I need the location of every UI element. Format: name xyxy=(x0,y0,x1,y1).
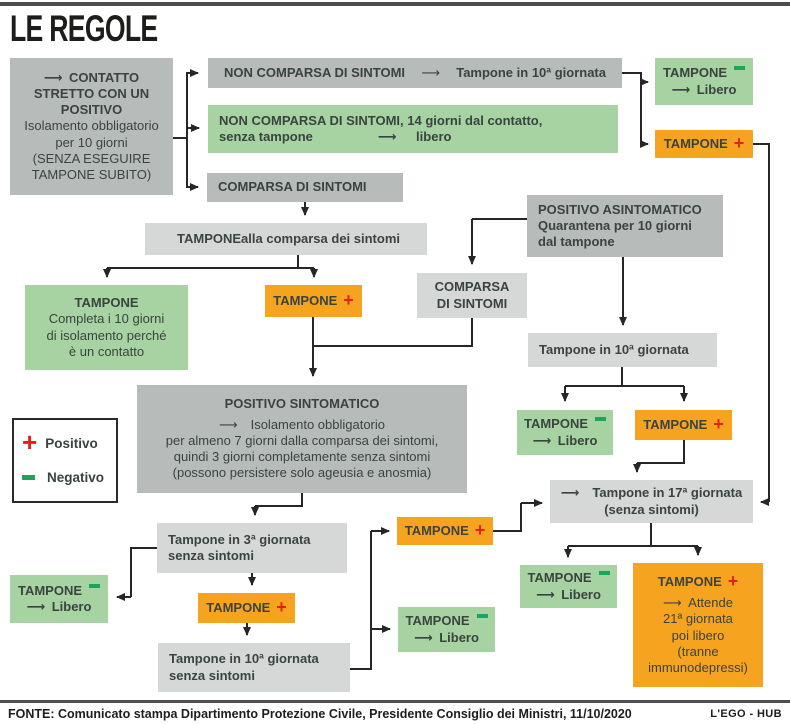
node-tampone-negativo-3g: TAMPONE ⟶ Libero xyxy=(10,575,108,623)
node-positivo-asintomatico: POSITIVO ASINTOMATICO Quarantena per 10 … xyxy=(527,195,723,257)
node-label: COMPARSA DI SINTOMI xyxy=(434,279,510,311)
negative-sign-icon xyxy=(22,475,35,481)
node-tampone-positivo-top: TAMPONE+ xyxy=(655,130,753,158)
node-contatto-stretto: ⟶ CONTATTO STRETTO CON UN POSITIVO Isola… xyxy=(10,58,173,195)
legend-negativo-label: Negativo xyxy=(47,470,105,486)
arrow-right-icon: ⟶ xyxy=(421,64,440,80)
node-tampone-negativo-top: TAMPONE ⟶ Libero xyxy=(655,58,753,105)
libero-label: ⟶ Libero xyxy=(671,81,737,97)
node-tampone-positivo-sintomatico: TAMPONE+ xyxy=(198,593,295,623)
node-label: TAMPONE xyxy=(523,416,589,432)
negative-sign-icon xyxy=(89,583,101,588)
node-title: POSITIVO ASINTOMATICO xyxy=(538,201,702,217)
libero-label: ⟶ Libero xyxy=(532,432,598,448)
node-label: Tampone in 10ª giornata xyxy=(539,341,689,357)
node-title: TAMPONE xyxy=(74,295,139,310)
negative-sign-icon xyxy=(734,66,746,71)
node-positivo-sintomatico: POSITIVO SINTOMATICO ⟶ Isolamento obblig… xyxy=(137,385,467,493)
node-label: TAMPONE xyxy=(206,599,271,615)
node-label: NON COMPARSA DI SINTOMI, 14 giorni dal c… xyxy=(219,112,543,144)
node-tampone-positivo-10g: TAMPONE+ xyxy=(635,410,732,440)
node-title: POSITIVO SINTOMATICO xyxy=(224,396,380,412)
node-body: ⟶ Isolamento obbligatorio per almeno 7 g… xyxy=(165,416,439,481)
node-comparsa-sintomi-2: COMPARSA DI SINTOMI xyxy=(417,273,527,318)
legend-positivo-label: Positivo xyxy=(45,435,98,451)
node-label: TAMPONE xyxy=(527,570,592,586)
node-tampone-negativo-10g-sintomatico: TAMPONE ⟶ Libero xyxy=(398,607,495,652)
node-tampone-10-giornata: Tampone in 10ª giornata xyxy=(528,333,717,367)
legend: + Positivo Negativo xyxy=(12,418,118,503)
node-tampone-17-giornata: ⟶ Tampone in 17ª giornata (senza sintomi… xyxy=(550,480,753,523)
node-tampone-10-giornata-senza-sintomi: Tampone in 10ª giornata senza sintomi xyxy=(158,643,350,692)
legend-positivo: + Positivo xyxy=(22,427,98,458)
node-tampone-negativo-10g: TAMPONE ⟶ Libero xyxy=(517,410,613,455)
node-label: TAMPONE xyxy=(663,135,728,151)
footer: FONTE: Comunicato stampa Dipartimento Pr… xyxy=(0,703,790,721)
node-body: Isolamento obbligatorio per 10 giorni (S… xyxy=(24,118,159,183)
node-label-strong: TAMPONE xyxy=(177,230,242,246)
node-label: TAMPONE xyxy=(643,416,708,432)
node-label: TAMPONE xyxy=(273,292,338,308)
bottom-rule xyxy=(0,700,790,703)
credit-text: L'EGO - HUB xyxy=(710,708,782,720)
node-label: TAMPONE xyxy=(405,613,470,629)
node-tampone-alla-comparsa: TAMPONE alla comparsa dei sintomi xyxy=(145,223,427,255)
node-tampone-3-giornata: Tampone in 3ª giornata senza sintomi xyxy=(157,523,347,573)
node-label: Tampone in 10ª giornata xyxy=(456,64,606,80)
node-label: TAMPONE xyxy=(404,522,469,538)
source-text: FONTE: Comunicato stampa Dipartimento Pr… xyxy=(8,707,632,721)
node-tampone-positivo-3g: TAMPONE+ xyxy=(397,517,493,545)
node-tampone-positivo-comparsa: TAMPONE+ xyxy=(265,285,362,317)
node-label: TAMPONE xyxy=(662,65,728,81)
legend-negativo: Negativo xyxy=(22,470,108,485)
libero-label: ⟶ Libero xyxy=(26,599,92,614)
node-label-rest: alla comparsa dei sintomi xyxy=(241,230,400,246)
node-label: Tampone in 3ª giornata senza sintomi xyxy=(168,531,311,563)
negative-sign-icon xyxy=(598,571,610,576)
node-non-comparsa-sintomi: NON COMPARSA DI SINTOMI ⟶ Tampone in 10ª… xyxy=(208,58,622,88)
node-label: COMPARSA DI SINTOMI xyxy=(218,179,367,195)
node-title: ⟶ CONTATTO STRETTO CON UN POSITIVO xyxy=(33,69,150,118)
node-label: TAMPONE xyxy=(17,582,83,598)
node-tampone-negativo-17g: TAMPONE ⟶ Libero xyxy=(520,565,617,608)
node-body: Completa i 10 giorni di isolamento perch… xyxy=(46,311,167,359)
node-comparsa-sintomi: COMPARSA DI SINTOMI xyxy=(207,173,403,202)
node-label: ⟶ Tampone in 17ª giornata (senza sintomi… xyxy=(560,485,743,517)
negative-sign-icon xyxy=(595,417,607,422)
node-tampone-positivo-attende-21g: TAMPONE+ ⟶ Attende 21ª giornata poi libe… xyxy=(633,563,763,687)
node-label: Tampone in 10ª giornata senza sintomi xyxy=(169,651,319,683)
top-rule xyxy=(0,2,790,6)
node-body: Quarantena per 10 giorni dal tampone xyxy=(538,217,692,250)
libero-label: ⟶ Libero xyxy=(536,586,601,602)
node-non-comparsa-14-giorni: NON COMPARSA DI SINTOMI, 14 giorni dal c… xyxy=(208,105,618,153)
node-body: ⟶ Attende 21ª giornata poi libero (trann… xyxy=(648,595,748,675)
node-tampone-completa-isolamento: TAMPONE Completa i 10 giorni di isolamen… xyxy=(25,285,188,370)
node-label: NON COMPARSA DI SINTOMI xyxy=(224,64,406,80)
node-title: TAMPONE xyxy=(657,573,722,589)
negative-sign-icon xyxy=(476,614,488,619)
libero-label: ⟶ Libero xyxy=(414,629,479,645)
page-title: LE REGOLE xyxy=(10,8,158,49)
